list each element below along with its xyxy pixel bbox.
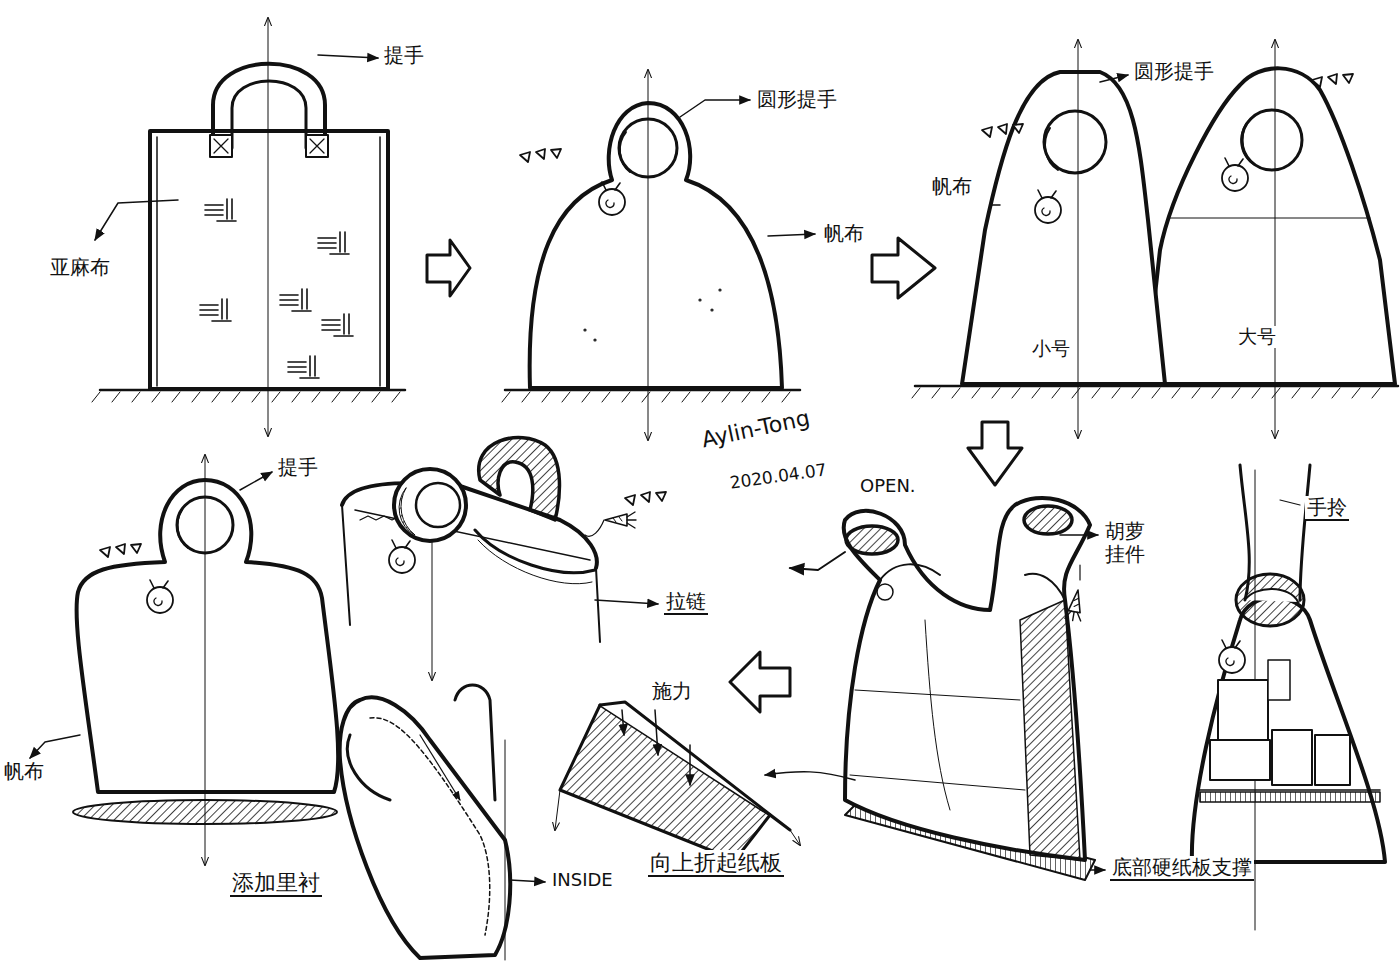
callout-label: 添加里衬 xyxy=(230,870,322,897)
callout-label: 胡萝 挂件 xyxy=(1103,520,1155,566)
callout-label: 大号 xyxy=(1236,326,1278,348)
callout-label: 小号 xyxy=(1030,338,1072,360)
callout-label: 2020.04.07 xyxy=(727,460,830,493)
callout-label: 提手 xyxy=(382,44,426,67)
callout-label: 圆形提手 xyxy=(1132,60,1216,83)
callout-label: 亚麻布 xyxy=(48,256,112,279)
callout-label: 提手 xyxy=(276,456,320,479)
callout-label: 圆形提手 xyxy=(755,88,839,111)
callout-label: Aylin-Tong xyxy=(697,405,814,453)
callout-label: 向上折起纸板 xyxy=(648,850,784,877)
callout-label: 帆布 xyxy=(822,222,866,245)
callout-label: OPEN. xyxy=(858,476,918,497)
callout-label: INSIDE xyxy=(550,870,615,891)
callout-label: 帆布 xyxy=(930,175,974,198)
callout-label: 拉链 xyxy=(664,590,708,615)
callout-label: 底部硬纸板支撑 xyxy=(1110,856,1254,881)
callout-label: 施力 xyxy=(650,680,694,703)
callout-label: 手拎 xyxy=(1305,496,1349,521)
callout-label: 帆布 xyxy=(2,760,46,783)
